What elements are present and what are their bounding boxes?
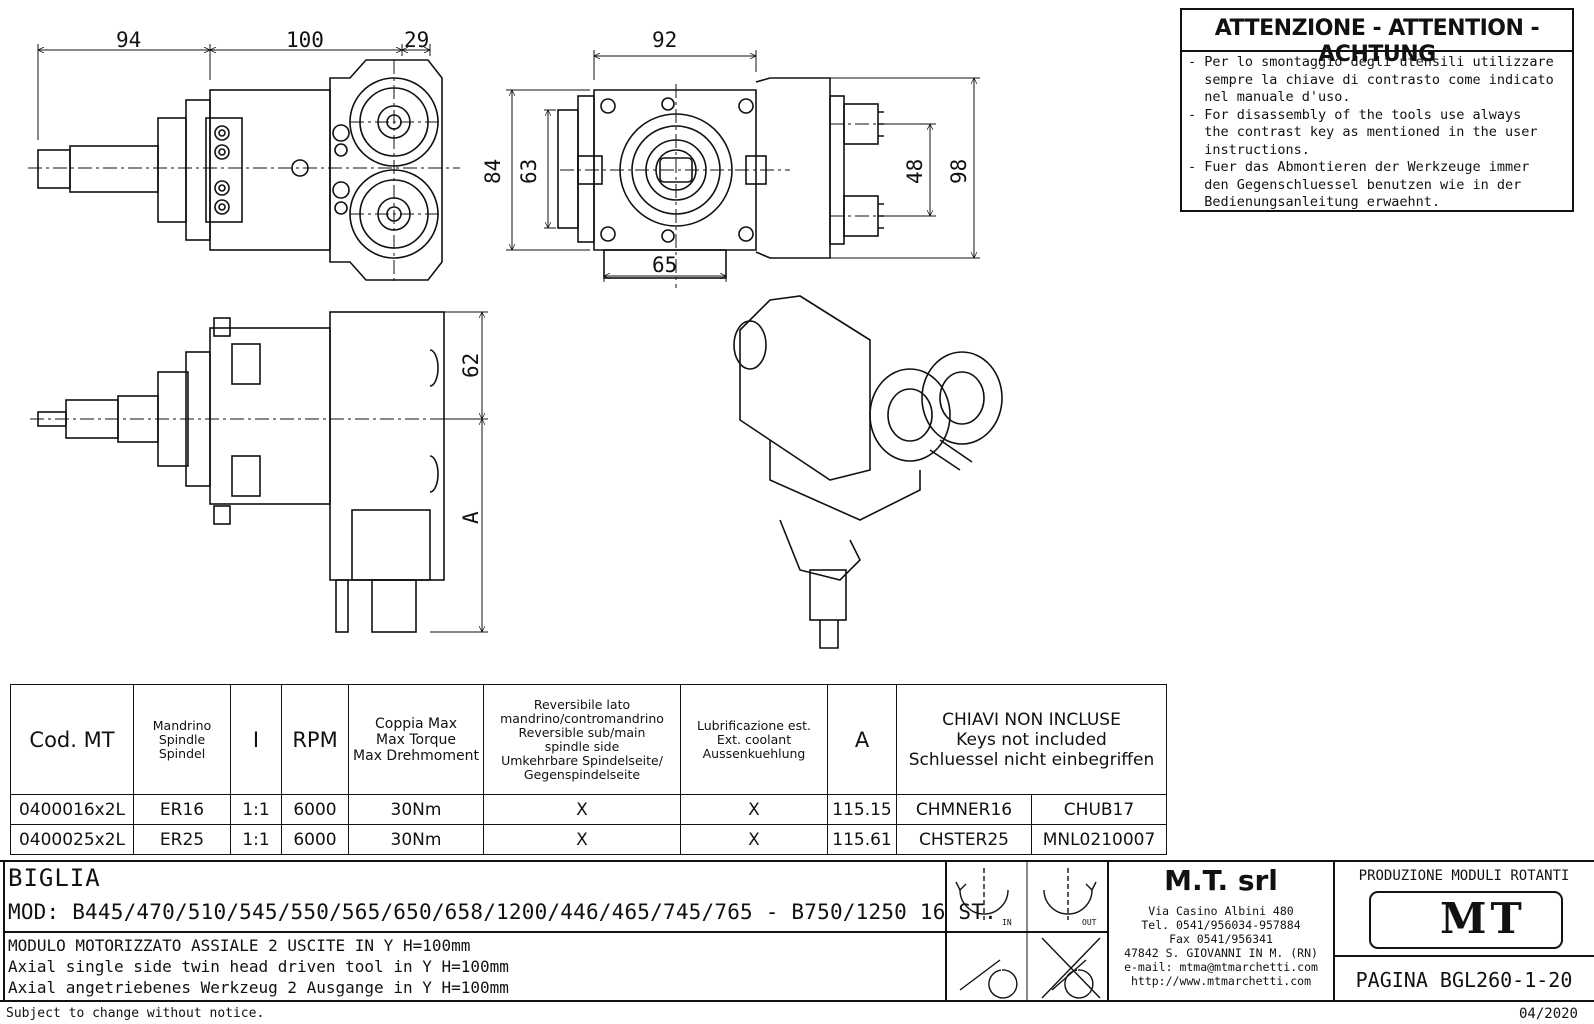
cell-key2: MNL0210007 (1031, 824, 1167, 855)
page-number: PAGINA BGL260-1-20 (1355, 968, 1573, 992)
description-en: Axial single side twin head driven tool … (8, 957, 509, 976)
dim-84: 84 (481, 159, 505, 184)
header-a: A (827, 684, 897, 795)
cell-lubrication: X (680, 794, 828, 825)
cell-torque: 30Nm (348, 794, 484, 825)
table-row: 0400016x2L ER16 1:1 6000 30Nm X X 115.15… (10, 794, 1167, 825)
cell-mandrino: ER25 (133, 824, 231, 855)
rotation-out-label: OUT (1082, 918, 1097, 927)
dim-98: 98 (947, 159, 971, 184)
brand-name: BIGLIA (8, 864, 101, 892)
production-label: PRODUZIONE MODULI ROTANTI (1358, 868, 1570, 884)
dim-100: 100 (286, 28, 324, 52)
cell-mandrino: ER16 (133, 794, 231, 825)
description-de: Axial angetriebenes Werkzeug 2 Ausgange … (8, 978, 509, 997)
warning-line: den Gegenschluessel benutzen wie in der (1188, 176, 1522, 193)
cell-rpm: 6000 (281, 794, 349, 825)
warning-line: nel manuale d'uso. (1188, 89, 1351, 105)
isometric-view (733, 295, 1003, 649)
dim-a: A (459, 511, 483, 524)
technical-drawing: 94 100 29 92 65 84 63 48 98 62 A (28, 28, 1003, 649)
dim-65: 65 (652, 253, 677, 277)
company-name: M.T. srl (1164, 864, 1278, 897)
warning-line: the contrast key as mentioned in the use… (1188, 124, 1538, 140)
warning-line: sempre la chiave di contrasto come indic… (1188, 71, 1554, 88)
cell-reversible: X (483, 794, 681, 825)
cell-a: 115.15 (827, 794, 897, 825)
warning-line: - For disassembly of the tools use alway… (1188, 106, 1522, 123)
header-ratio: I (230, 684, 282, 795)
front-view (37, 59, 443, 281)
cell-a: 115.61 (827, 824, 897, 855)
cell-reversible: X (483, 824, 681, 855)
description-it: MODULO MOTORIZZATO ASSIALE 2 USCITE IN Y… (8, 936, 471, 955)
revision-date: 04/2020 (1518, 1006, 1578, 1022)
cell-cod: 0400025x2L (10, 824, 134, 855)
top-view (37, 311, 445, 633)
model-list: MOD: B445/470/510/545/550/565/650/658/12… (8, 900, 997, 924)
change-notice: Subject to change without notice. (6, 1006, 265, 1021)
cell-ratio: 1:1 (230, 824, 282, 855)
warning-line: - Per lo smontaggio degli utensili utili… (1188, 54, 1554, 70)
warning-box: ATTENZIONE - ATTENTION - ACHTUNG - Per l… (1180, 8, 1574, 212)
dim-48: 48 (903, 159, 927, 184)
cell-key1: CHSTER25 (896, 824, 1032, 855)
company-address: Via Casino Albini 480 Tel. 0541/956034-9… (1124, 904, 1318, 988)
warning-line: Bedienungsanleitung erwaehnt. (1188, 194, 1440, 210)
side-view (557, 77, 884, 279)
dim-94: 94 (116, 28, 141, 52)
cell-key1: CHMNER16 (896, 794, 1032, 825)
cell-lubrication: X (680, 824, 828, 855)
cell-ratio: 1:1 (230, 794, 282, 825)
rotation-in-label: IN (1002, 918, 1012, 927)
warning-line: - Fuer das Abmontieren der Werkzeuge imm… (1188, 159, 1530, 175)
table-row: 0400025x2L ER25 1:1 6000 30Nm X X 115.61… (10, 824, 1167, 855)
warning-line: instructions. (1188, 141, 1310, 158)
title-block-frame (0, 860, 1594, 1002)
cell-torque: 30Nm (348, 824, 484, 855)
dim-62: 62 (459, 353, 483, 378)
header-cod: Cod. MT (10, 684, 134, 795)
mt-logo-frame (1369, 891, 1563, 949)
cell-key2: CHUB17 (1031, 794, 1167, 825)
cell-cod: 0400016x2L (10, 794, 134, 825)
dim-29: 29 (404, 28, 429, 52)
dim-92: 92 (652, 28, 677, 52)
dim-63: 63 (517, 159, 541, 184)
warning-title: ATTENZIONE - ATTENTION - ACHTUNG (1182, 16, 1572, 67)
rotation-direction-icons (955, 868, 1101, 999)
header-rpm: RPM (281, 684, 349, 795)
mt-logo: MT (1440, 894, 1526, 943)
warning-text: - Per lo smontaggio degli utensili utili… (1188, 54, 1554, 212)
cell-rpm: 6000 (281, 824, 349, 855)
title-block: BIGLIA MOD: B445/470/510/545/550/565/650… (0, 860, 1594, 1002)
